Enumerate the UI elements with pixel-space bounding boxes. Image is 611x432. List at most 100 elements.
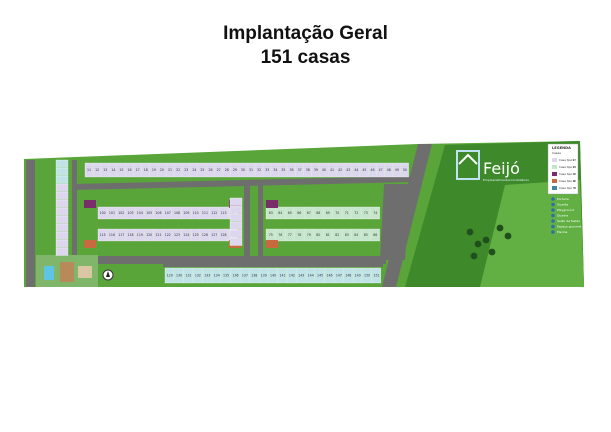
lot-shape [125, 206, 135, 220]
lot-number: 32 [257, 168, 261, 172]
lot-west-upper: 113 [218, 206, 228, 220]
lot-top-row: 47 [376, 162, 385, 178]
lot-number: 145 [317, 274, 323, 278]
lot-east-upper: 73 [360, 206, 371, 220]
lot-west-column [55, 239, 69, 248]
lot-top-row: 44 [352, 162, 361, 178]
brand-logo: Feijó Empreendimentos Imobiliários [456, 150, 529, 182]
lot-number: 47 [379, 168, 383, 172]
lot-bottom-row: 151 [371, 267, 381, 284]
lot-shape [84, 162, 93, 178]
accent-lot [84, 240, 96, 248]
lot-mid-column [229, 213, 243, 222]
lot-shape [327, 162, 336, 178]
lot-shape [268, 267, 278, 284]
lot-number: 78 [297, 233, 301, 237]
lot-number: 146 [326, 274, 332, 278]
lot-west-column [55, 199, 69, 208]
lot-number: 17 [136, 168, 140, 172]
lot-west-upper: 106 [153, 206, 163, 220]
lot-shape [157, 162, 166, 178]
legend-title: LEGENDA [552, 146, 571, 150]
lot-number: 126 [202, 233, 208, 237]
lot-shape [190, 228, 201, 242]
legend-type-label: Casa tipo 5 [559, 186, 575, 190]
lot-shape [271, 162, 280, 178]
lot-top-row: 11 [84, 162, 93, 178]
amenity-legend-item: Guarita [551, 202, 568, 207]
legend-type-label: Casa tipo 1 [559, 158, 575, 162]
lot-east-upper: 74 [370, 206, 380, 220]
legend-type-item: Casa tipo 312 [552, 172, 576, 176]
tree-icon [488, 248, 496, 256]
lot-number: 23 [184, 168, 188, 172]
lot-shape [109, 162, 118, 178]
amenity-legend-item: Playground [551, 208, 574, 212]
lot-top-row: 26 [206, 162, 215, 178]
lot-number: 112 [211, 211, 217, 215]
lot-bottom-row: 150 [362, 267, 372, 284]
lot-shape [221, 267, 231, 284]
amenity-label: Playground [557, 208, 574, 212]
lot-shape [144, 228, 154, 242]
lot-number: 81 [326, 233, 330, 237]
lot-shape [370, 206, 380, 220]
legend-type-count: 12 [572, 172, 576, 176]
lot-shape [101, 162, 110, 178]
lot-number: 115 [100, 233, 106, 237]
lot-number: 129 [167, 274, 173, 278]
lot-number: 80 [316, 233, 320, 237]
lot-west-lower: 128 [218, 228, 228, 242]
lot-top-row: 18 [141, 162, 150, 178]
lot-number: 19 [152, 168, 156, 172]
lot-shape [211, 267, 222, 284]
lot-bottom-row: 133 [202, 267, 212, 284]
lot-shape [343, 267, 353, 284]
lot-number: 84 [354, 233, 358, 237]
lot-east-lower: 79 [303, 228, 314, 242]
lot-east-upper: 63 [265, 206, 276, 220]
lot-west-upper: 112 [209, 206, 219, 220]
lot-number: 66 [297, 211, 301, 215]
lot-shape [153, 228, 163, 242]
lot-number: 105 [146, 211, 152, 215]
lot-west-upper: 109 [181, 206, 191, 220]
lot-number: 21 [168, 168, 172, 172]
lot-shape [165, 162, 174, 178]
lot-top-row: 39 [311, 162, 320, 178]
lot-east-lower: 76 [275, 228, 285, 242]
lot-top-row: 16 [125, 162, 134, 178]
lot-number: 39 [314, 168, 318, 172]
lot-west-column [55, 231, 69, 240]
lot-number: 11 [87, 168, 91, 172]
lot-number: 48 [387, 168, 391, 172]
lot-east-upper: 66 [294, 206, 304, 220]
lot-number: 140 [270, 274, 276, 278]
lot-shape [162, 206, 173, 220]
lot-west-lower: 120 [144, 228, 154, 242]
lot-shape [334, 267, 344, 284]
lot-top-row: 17 [133, 162, 142, 178]
lot-number: 116 [109, 233, 115, 237]
sports-court [60, 262, 74, 282]
lot-shape [362, 267, 372, 284]
lot-shape [352, 267, 363, 284]
lot-west-upper: 108 [172, 206, 182, 220]
lot-shape [284, 206, 295, 220]
lot-shape [116, 206, 126, 220]
lot-number: 79 [307, 233, 311, 237]
lot-shape [296, 267, 306, 284]
lot-west-upper: 105 [144, 206, 154, 220]
lot-top-row: 27 [214, 162, 223, 178]
lot-top-row: 33 [263, 162, 272, 178]
lot-number: 63 [269, 211, 273, 215]
lot-shape [173, 162, 182, 178]
lot-shape [153, 206, 163, 220]
lot-bottom-row: 138 [249, 267, 259, 284]
lot-bottom-row: 146 [324, 267, 334, 284]
lot-west-upper: 111 [200, 206, 210, 220]
amenity-label: Guarita [557, 203, 568, 207]
lot-shape [315, 267, 325, 284]
lot-number: 74 [373, 211, 377, 215]
